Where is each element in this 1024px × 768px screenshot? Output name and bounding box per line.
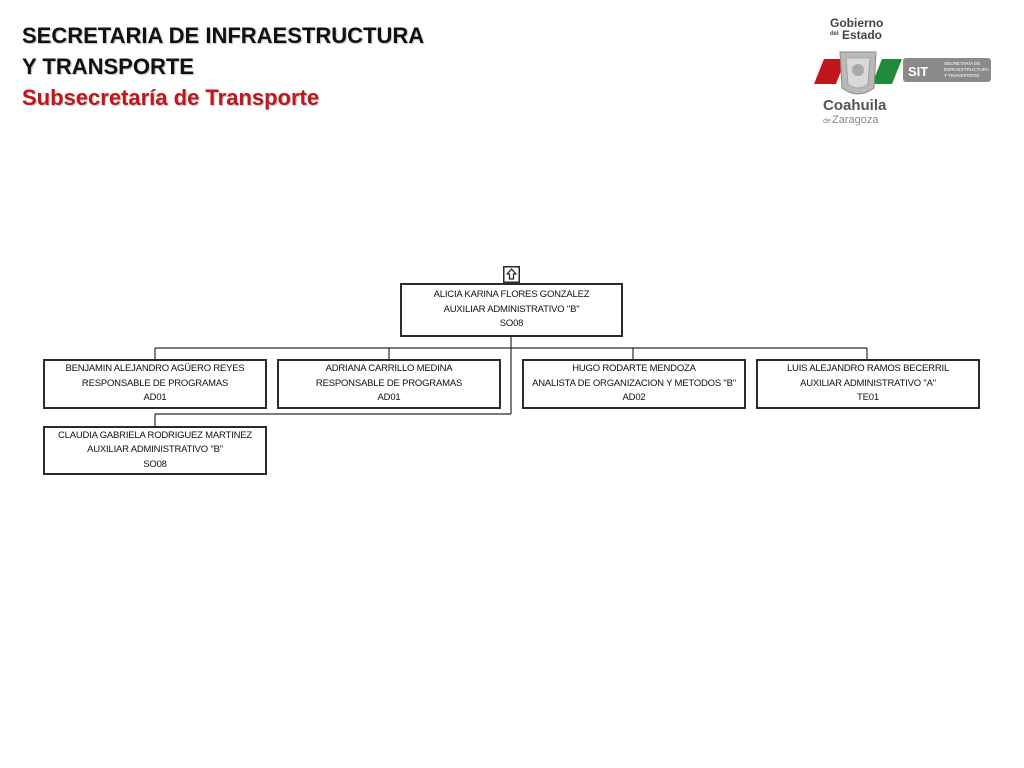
coahuila-government-logo: Gobierno del Estado SIT SECRETARÍA DE IN… xyxy=(814,16,991,126)
svg-text:de: de xyxy=(823,118,831,125)
employee-name: LUIS ALEJANDRO RAMOS BECERRIL xyxy=(786,363,950,375)
employee-position: AUXILIAR ADMINISTRATIVO "B" xyxy=(443,303,580,315)
employee-code: TE01 xyxy=(857,392,879,404)
employee-position: AUXILIAR ADMINISTRATIVO "B" xyxy=(87,444,223,456)
employee-code: AD02 xyxy=(622,392,646,404)
subtitle: Subsecretaría de Transporte xyxy=(22,85,320,110)
employee-name: ADRIANA CARRILLO MEDINA xyxy=(325,363,453,375)
svg-text:Gobierno: Gobierno xyxy=(830,16,883,30)
org-node[interactable]: BENJAMIN ALEJANDRO AGÜERO REYES RESPONSA… xyxy=(43,359,267,409)
org-node-root[interactable]: ALICIA KARINA FLORES GONZALEZ AUXILIAR A… xyxy=(400,283,623,337)
org-node[interactable]: HUGO RODARTE MENDOZA ANALISTA DE ORGANIZ… xyxy=(522,359,746,409)
up-arrow-icon[interactable] xyxy=(503,266,520,283)
org-node[interactable]: LUIS ALEJANDRO RAMOS BECERRIL AUXILIAR A… xyxy=(756,359,980,409)
employee-name: BENJAMIN ALEJANDRO AGÜERO REYES xyxy=(65,363,245,375)
employee-code: AD01 xyxy=(377,392,401,404)
svg-text:Zaragoza: Zaragoza xyxy=(832,114,879,126)
svg-text:SECRETARÍA DE: SECRETARÍA DE xyxy=(944,60,980,66)
svg-text:Estado: Estado xyxy=(842,28,882,42)
employee-position: RESPONSABLE DE PROGRAMAS xyxy=(81,377,229,389)
svg-text:Coahuila: Coahuila xyxy=(823,97,887,114)
org-node[interactable]: ADRIANA CARRILLO MEDINA RESPONSABLE DE P… xyxy=(277,359,501,409)
employee-name: HUGO RODARTE MENDOZA xyxy=(572,363,696,375)
org-node[interactable]: CLAUDIA GABRIELA RODRIGUEZ MARTINEZ AUXI… xyxy=(43,426,267,475)
employee-code: AD01 xyxy=(143,392,167,404)
page-title: SECRETARIA DE INFRAESTRUCTURA Y TRANSPOR… xyxy=(22,20,424,113)
svg-text:INFRAESTRUCTURA: INFRAESTRUCTURA xyxy=(944,67,990,72)
employee-name: ALICIA KARINA FLORES GONZALEZ xyxy=(433,289,590,301)
employee-position: RESPONSABLE DE PROGRAMAS xyxy=(315,377,463,389)
title-line-1: SECRETARIA DE INFRAESTRUCTURA xyxy=(22,23,425,48)
employee-code: SO08 xyxy=(499,318,524,330)
employee-name: CLAUDIA GABRIELA RODRIGUEZ MARTINEZ xyxy=(58,429,252,441)
employee-position: ANALISTA DE ORGANIZACION Y METODOS "B" xyxy=(532,377,736,389)
title-line-2: Y TRANSPORTE xyxy=(22,54,194,79)
svg-text:Y TRANSPORTE: Y TRANSPORTE xyxy=(944,73,980,78)
employee-position: AUXILIAR ADMINISTRATIVO "A" xyxy=(800,377,936,389)
employee-code: SO08 xyxy=(143,458,167,470)
svg-text:del: del xyxy=(830,31,839,37)
svg-text:SIT: SIT xyxy=(908,64,928,79)
